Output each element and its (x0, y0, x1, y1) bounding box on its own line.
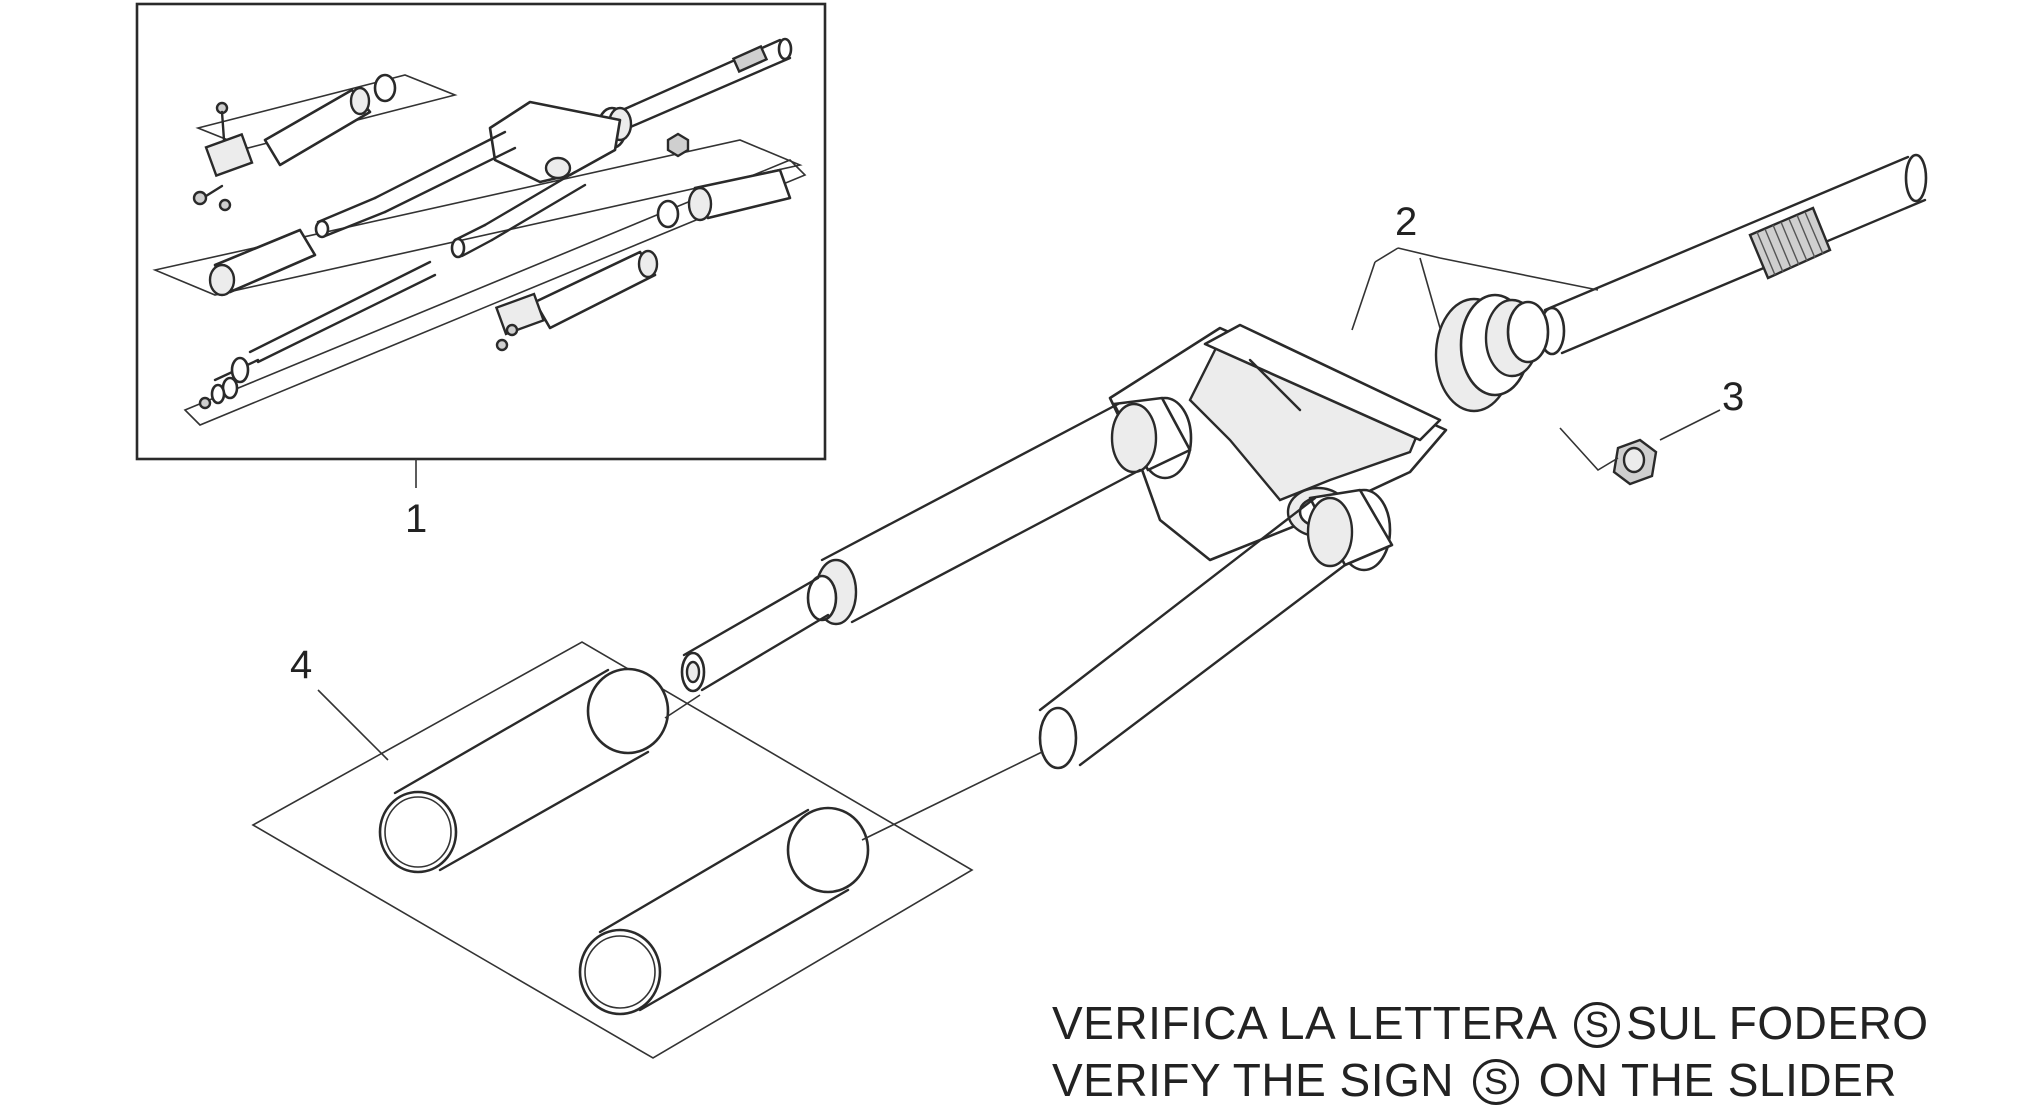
circled-s-sign: S (1473, 1059, 1520, 1105)
right-fork-tube-collar (1306, 488, 1394, 572)
fork-crown (1108, 323, 1448, 562)
bearing-race (1434, 293, 1550, 413)
circled-s-sign: S (1574, 1002, 1621, 1048)
right-fork-leg (1038, 496, 1347, 770)
callout-1: 1 (405, 497, 427, 541)
left-fork-tube-collar (1110, 396, 1193, 480)
note-italian-text: VERIFICA LA LETTERA (1052, 997, 1555, 1049)
left-fork-leg (680, 402, 1142, 693)
callout-3: 3 (1722, 375, 1744, 419)
steering-stem (1538, 153, 1928, 356)
callout-2: 2 (1395, 200, 1417, 244)
note-english: VERIFY THE SIGN S ON THE SLIDER (1052, 1053, 1897, 1107)
note-english-text: VERIFY THE SIGN (1052, 1054, 1455, 1106)
inset-complete-fork-assembly (135, 2, 827, 461)
bushing-kit (251, 641, 974, 1059)
callout-4: 4 (290, 643, 312, 687)
note-english-text-end: ON THE SLIDER (1538, 1054, 1897, 1106)
note-italian-text-end: SUL FODERO (1626, 997, 1929, 1049)
steering-nut (1612, 438, 1658, 486)
